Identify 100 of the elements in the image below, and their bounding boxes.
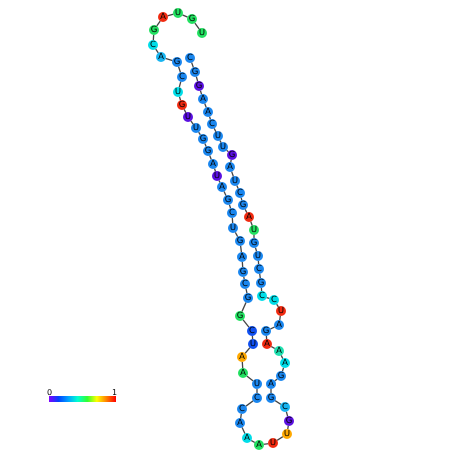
nucleotide-circle: C <box>235 188 245 198</box>
nucleotide-circle: A <box>238 368 248 378</box>
nucleotide-circle: C <box>254 264 264 274</box>
nucleotide-circle: U <box>282 429 292 439</box>
backbone-line <box>155 48 159 54</box>
nucleotide-circle: A <box>237 252 247 262</box>
nucleotide-circle: G <box>198 134 208 144</box>
nucleotide-circle: C <box>185 53 195 63</box>
backbone-line <box>241 302 247 312</box>
nucleotide-circle: G <box>266 393 276 403</box>
backbone-line <box>214 168 216 172</box>
nucleotide-circle: C <box>227 208 237 218</box>
nucleotide-circle: G <box>256 278 266 288</box>
nucleotide-circle: C <box>237 404 247 414</box>
nucleotide-circle: A <box>237 352 247 362</box>
nucleotide-circle: U <box>218 142 228 152</box>
nucleotide-circle: A <box>217 182 227 192</box>
nucleotide-circle: G <box>284 416 294 426</box>
nucleotide-circle: A <box>274 320 284 330</box>
backbone-line <box>194 22 200 30</box>
backbone-line <box>152 34 154 40</box>
nucleotide-circle: U <box>213 131 223 141</box>
nucleotide-circle: G <box>149 25 159 35</box>
backbone-line <box>259 274 261 278</box>
nucleotide-circle: G <box>235 236 245 246</box>
nucleotide-circle: U <box>173 87 183 97</box>
backbone-line <box>264 443 268 445</box>
backbone-line <box>204 103 207 108</box>
scale-tick-label: 0 <box>47 388 52 397</box>
backbone-line <box>156 20 161 26</box>
nucleotide-circle: A <box>254 440 264 450</box>
backbone-line <box>279 316 281 320</box>
backbone-line <box>178 66 182 72</box>
nucleotide-circle: U <box>268 438 278 448</box>
nucleotide-circle: U <box>173 8 183 18</box>
nucleotide-circle: A <box>158 12 168 22</box>
nucleotide-circle: G <box>227 150 237 160</box>
nucleotide-circle: C <box>269 295 279 305</box>
backbone-line <box>230 160 232 162</box>
nucleotide-circle: U <box>252 379 262 389</box>
nucleotide-circle: G <box>238 267 248 277</box>
nucleotide-circle: G <box>261 326 271 336</box>
backbone-line <box>276 436 284 441</box>
nucleotide-circle: C <box>177 72 187 82</box>
nucleotide-circle: U <box>197 28 207 38</box>
nucleotide-circle: G <box>235 311 245 321</box>
backbone-line <box>191 62 194 68</box>
nucleotide-circle: C <box>257 291 267 301</box>
backbone-line <box>224 191 226 196</box>
nucleotide-circle: A <box>156 52 166 62</box>
backbone-line <box>246 400 254 407</box>
nucleotide-circle: C <box>280 402 290 412</box>
backbone-line <box>242 427 246 434</box>
nucleotide-circle: U <box>212 171 222 181</box>
backbone-line <box>240 246 242 252</box>
backbone-line <box>208 116 212 120</box>
nucleotide-circle: C <box>148 40 158 50</box>
backbone-line <box>228 204 232 208</box>
backbone-line <box>244 347 250 354</box>
nucleotide-circle: C <box>247 326 257 336</box>
nucleotide-circle: G <box>194 81 204 91</box>
nucleotide-circle: G <box>172 57 182 67</box>
nucleotide-circle: G <box>238 200 248 210</box>
nucleotide-circle: A <box>266 379 276 389</box>
nucleotide-circle: A <box>244 212 254 222</box>
backbone-line <box>242 262 244 268</box>
nucleotide-circle: C <box>240 279 250 289</box>
backbone-line <box>270 326 275 330</box>
nucleotide-circle: U <box>183 112 193 122</box>
nucleotide-circle: G <box>223 195 233 205</box>
nucleotide-circle: A <box>274 346 284 356</box>
backbone-line <box>245 288 248 294</box>
backbone-line <box>246 376 254 382</box>
backbone-line <box>231 172 234 176</box>
backbone-line <box>243 276 245 280</box>
nucleotide-circle: G <box>177 100 187 110</box>
backbone-line <box>274 400 282 405</box>
nucleotide-circle: A <box>208 159 218 169</box>
nucleotide-circle: C <box>252 393 262 403</box>
backbone-line <box>168 14 174 16</box>
backbone-line <box>166 58 172 62</box>
nucleotide-circle: G <box>190 67 200 77</box>
nucleotide-circle: U <box>230 176 240 186</box>
backbone-line <box>200 90 202 94</box>
nucleotide-circle: U <box>191 123 201 133</box>
nucleotide-circle: A <box>225 162 235 172</box>
nucleotide-circle: G <box>203 146 213 156</box>
backbone-line <box>234 232 238 237</box>
nucleotide-circle: U <box>248 339 258 349</box>
backbone-line <box>287 426 289 430</box>
nucleotide-circle: A <box>242 433 252 443</box>
backbone-line <box>240 414 242 418</box>
nucleotide-circle: U <box>276 306 286 316</box>
scale-tick-label: 1 <box>112 388 118 397</box>
backbone-line <box>178 96 182 100</box>
nucleotide-circle: G <box>276 371 286 381</box>
nucleotide-circle: C <box>207 119 217 129</box>
nucleotide-circle: A <box>198 94 208 104</box>
nucleotide-circle: G <box>249 238 259 248</box>
nucleotide-circle: A <box>280 358 290 368</box>
